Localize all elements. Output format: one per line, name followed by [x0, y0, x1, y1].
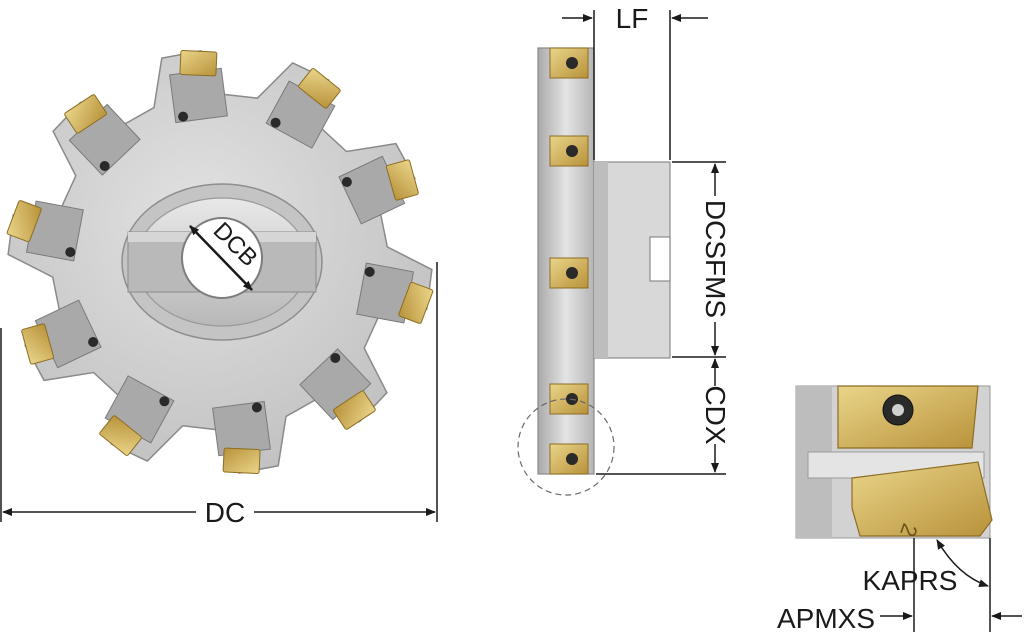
- coolant-hole-icon: [341, 177, 352, 187]
- cutting-insert: [333, 390, 376, 430]
- apmxs-label: APMXS: [777, 603, 875, 634]
- dcb-arrow: [189, 225, 253, 291]
- cutting-insert: [222, 447, 261, 475]
- side-inserts: [549, 47, 589, 475]
- dc-label: DC: [205, 497, 245, 528]
- cutting-insert: [64, 94, 107, 134]
- coolant-hole-icon: [270, 117, 281, 128]
- kaprs-arc: [936, 539, 989, 587]
- cdx-label: CDX: [700, 385, 731, 444]
- lf-label: LF: [616, 3, 649, 34]
- dcsfms-label: DCSFMS: [700, 200, 731, 318]
- side-insert: [549, 47, 589, 79]
- side-insert: [549, 383, 589, 415]
- front-view: DCB DC: [0, 49, 438, 528]
- side-view: LF DCSFMS CDX: [517, 3, 731, 496]
- coolant-hole-icon: [159, 396, 170, 407]
- cutting-insert: [21, 323, 54, 365]
- side-insert: [549, 443, 589, 475]
- detail-insert-edge: [851, 461, 993, 537]
- cutting-insert: [6, 200, 42, 243]
- chip-pocket: [169, 67, 228, 124]
- side-insert: [549, 135, 589, 167]
- detail-view: 2 APMXS KAPRS: [777, 385, 1022, 634]
- cutting-insert: [179, 49, 218, 77]
- kaprs-label: KAPRS: [863, 565, 958, 596]
- cutting-insert: [398, 281, 434, 324]
- coolant-hole-icon: [330, 353, 341, 363]
- coolant-hole-icon: [65, 247, 76, 258]
- coolant-hole-icon: [251, 402, 262, 413]
- front-inserts: [6, 49, 434, 475]
- coolant-hole-icon: [178, 111, 189, 122]
- coolant-hole-icon: [99, 161, 110, 171]
- cutting-insert: [298, 68, 341, 109]
- coolant-hole-icon: [364, 266, 375, 277]
- side-insert: [549, 257, 589, 289]
- cutting-insert: [99, 415, 142, 456]
- chip-pocket: [212, 400, 271, 457]
- detail-marker-circle: [517, 398, 615, 496]
- torx-screw-center: [892, 404, 904, 416]
- shank-shade: [594, 162, 608, 358]
- keyway: [649, 236, 671, 282]
- cutting-insert: [386, 159, 419, 201]
- coolant-hole-icon: [88, 337, 99, 347]
